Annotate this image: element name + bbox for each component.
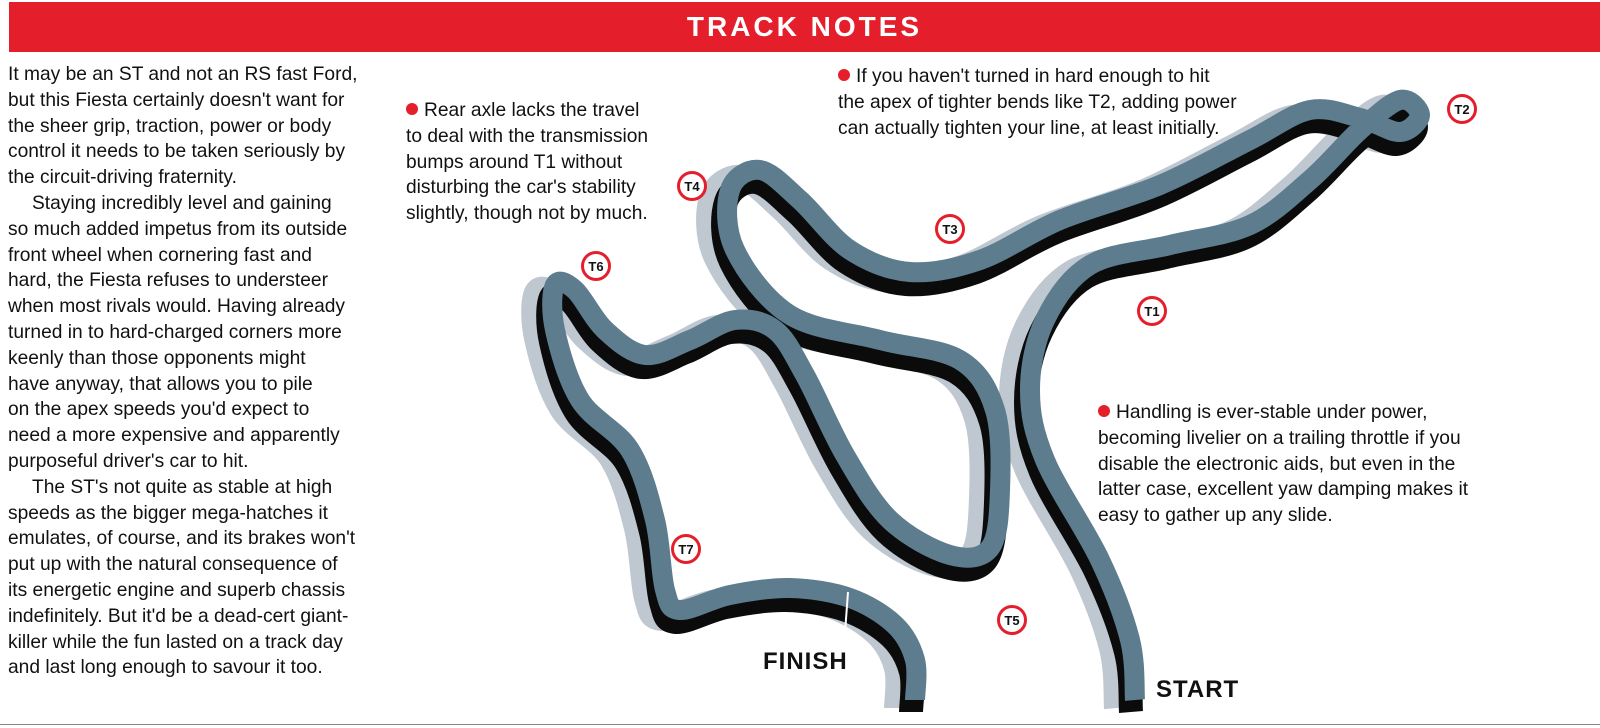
article-line: so much added impetus from its outside — [8, 218, 348, 240]
note-line: latter case, excellent yaw damping makes… — [1098, 479, 1469, 501]
article-line: have anyway, that allows you to pile — [8, 373, 313, 395]
bottom-rule — [0, 724, 1600, 725]
header-banner: TRACK NOTES — [9, 2, 1600, 52]
article-line: purposeful driver's car to hit. — [8, 450, 249, 472]
article-line: front wheel when cornering fast and — [8, 244, 312, 266]
bullet-dot-icon — [838, 69, 850, 81]
track-surface — [542, 89, 1430, 701]
note-line: becoming livelier on a trailing throttle… — [1098, 427, 1461, 449]
finish-label: FINISH — [763, 648, 848, 675]
article-line: need a more expensive and apparently — [8, 425, 340, 447]
note-line: easy to gather up any slide. — [1098, 505, 1333, 527]
bullet-dot-icon — [406, 103, 418, 115]
article-line: on the apex speeds you'd expect to — [8, 399, 310, 421]
corner-marker-t3: T3 — [935, 214, 965, 244]
note-line: can actually tighten your line, at least… — [838, 117, 1220, 139]
corner-marker-t1: T1 — [1137, 296, 1167, 326]
article-line: but this Fiesta certainly doesn't want f… — [8, 89, 345, 111]
article-line: control it needs to be taken seriously b… — [8, 141, 346, 163]
note-line: disable the electronic aids, but even in… — [1098, 453, 1456, 475]
page-title: TRACK NOTES — [686, 11, 923, 42]
corner-marker-t5: T5 — [997, 605, 1027, 635]
article-line: hard, the Fiesta refuses to understeer — [8, 270, 328, 292]
corner-marker-t6: T6 — [581, 251, 611, 281]
start-label: START — [1156, 676, 1240, 703]
article-line: indefinitely. But it'd be a dead-cert gi… — [8, 605, 349, 627]
article-line: keenly than those opponents might — [8, 347, 306, 369]
article-line: It may be an ST and not an RS fast Ford, — [8, 64, 358, 85]
article-line: when most rivals would. Having already — [8, 296, 345, 318]
bullet-dot-icon — [1098, 405, 1110, 417]
corner-marker-t7: T7 — [671, 534, 701, 564]
note-line: Handling is ever-stable under power, — [1116, 402, 1428, 423]
note-line: to deal with the transmission — [406, 125, 649, 147]
track-note-handling: Handling is ever-stable under power, beco… — [1098, 400, 1468, 529]
article-line: put up with the natural consequence of — [8, 554, 338, 576]
article-line: the sheer grip, traction, power or body — [8, 115, 332, 137]
note-line: bumps around T1 without — [406, 151, 623, 173]
article-line: turned in to hard-charged corners more — [8, 321, 342, 343]
corner-marker-t4: T4 — [677, 171, 707, 201]
note-line: If you haven't turned in hard enough to … — [856, 66, 1210, 87]
article-line: its energetic engine and superb chassis — [8, 579, 346, 601]
article-line: the circuit-driving fraternity. — [8, 167, 237, 189]
article-line: The ST's not quite as stable at high — [32, 476, 333, 498]
article-line: emulates, of course, and its brakes won'… — [8, 528, 356, 550]
track-note-apex: If you haven't turned in hard enough to … — [838, 64, 1237, 141]
note-line: Rear axle lacks the travel — [424, 100, 640, 121]
article-line: Staying incredibly level and gaining — [32, 192, 332, 214]
article-line: and last long enough to savour it too. — [8, 657, 323, 679]
article-line: speeds as the bigger mega-hatches it — [8, 502, 328, 524]
article-line: killer while the fun lasted on a track d… — [8, 631, 343, 653]
article-body: It may be an ST and not an RS fast Ford,… — [8, 62, 398, 681]
note-line: slightly, though not by much. — [406, 203, 648, 225]
corner-marker-t2: T2 — [1447, 94, 1477, 124]
track-note-rear-axle: Rear axle lacks the travel to deal with t… — [406, 98, 648, 227]
note-line: the apex of tighter bends like T2, addin… — [838, 91, 1237, 113]
note-line: disturbing the car's stability — [406, 177, 636, 199]
finish-line — [842, 591, 849, 661]
